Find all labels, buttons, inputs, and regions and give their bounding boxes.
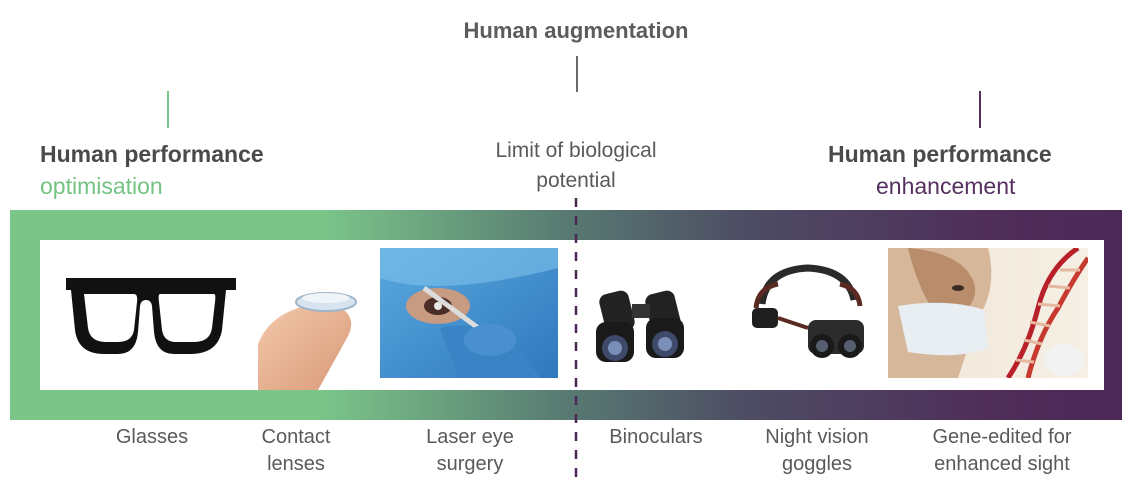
optimisation-heading-line1: Human performance <box>40 141 264 167</box>
label-glasses: Glasses <box>115 426 189 448</box>
biological-limit-label: Limit of biological potential <box>455 136 697 196</box>
optimisation-heading-line2: optimisation <box>40 173 163 199</box>
biological-limit-line2: potential <box>536 169 616 192</box>
binoculars-icon <box>596 290 684 362</box>
optimisation-heading: Human performance optimisation <box>40 138 264 202</box>
image-frame <box>40 240 1104 390</box>
label-contact-lenses: Contact lenses <box>261 426 331 475</box>
glasses-icon <box>66 278 236 354</box>
gene-editing-image <box>888 248 1088 378</box>
label-night-vision-goggles: Night vision goggles <box>765 426 869 475</box>
tree-connector <box>167 56 981 128</box>
enhancement-heading-line1: Human performance <box>828 141 1052 167</box>
night-vision-goggles-icon <box>752 264 864 358</box>
diagram-title: Human augmentation <box>463 18 689 43</box>
label-laser-eye-surgery: Laser eye surgery <box>426 426 514 475</box>
enhancement-heading: Human performance enhancement <box>828 138 1052 202</box>
laser-eye-surgery-image <box>380 248 558 378</box>
biological-limit-line1: Limit of biological <box>495 139 657 162</box>
label-gene-edited: Gene-edited for enhanced sight <box>932 426 1072 475</box>
enhancement-heading-line2: enhancement <box>876 173 1016 199</box>
label-binoculars: Binoculars <box>609 426 703 448</box>
contact-lens-icon <box>258 292 357 390</box>
